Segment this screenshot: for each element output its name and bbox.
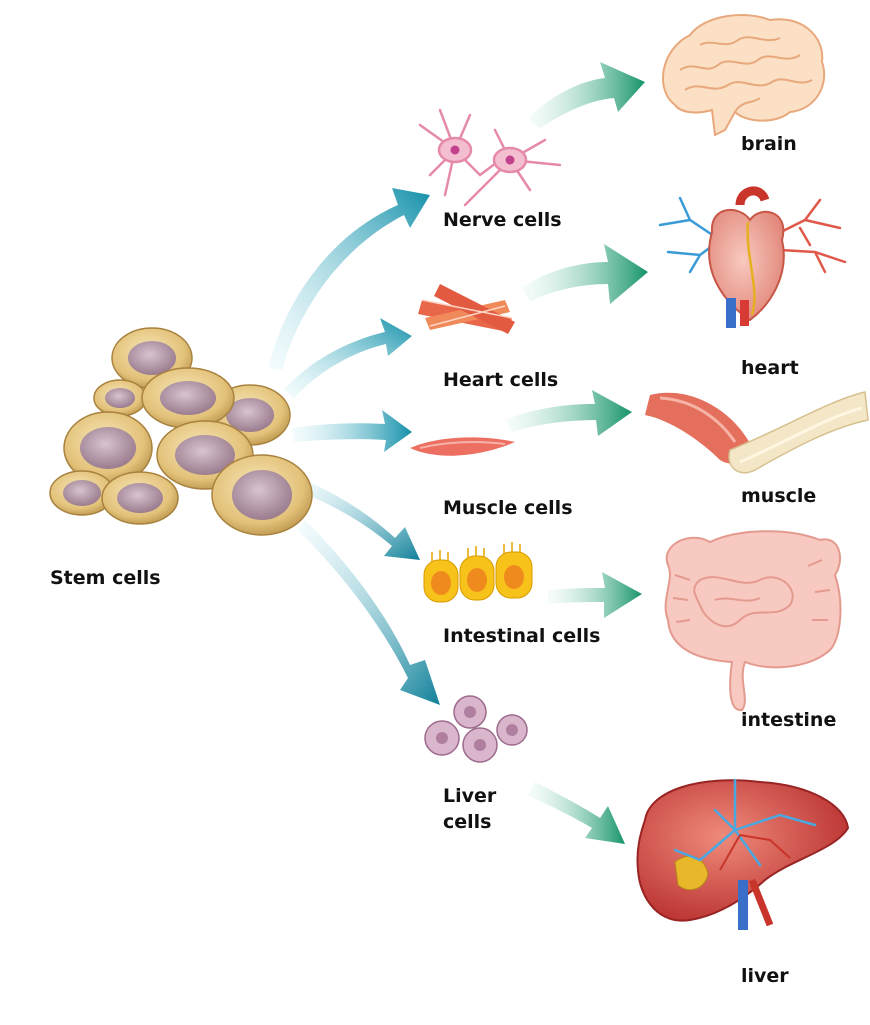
heart-organ-icon	[658, 186, 847, 328]
arrow-to-intestine	[548, 572, 642, 618]
stem-cell	[49, 470, 115, 516]
muscle-cells-label: Muscle cells	[443, 497, 573, 519]
stem-cell	[93, 379, 147, 417]
stem-cells-label: Stem cells	[50, 567, 161, 589]
arrow-to-heart-cells	[284, 318, 412, 398]
brain-label: brain	[741, 133, 797, 155]
arrow-to-heart	[522, 244, 648, 304]
liver-organ-icon	[636, 778, 850, 930]
intestinal-cells-icon	[423, 542, 533, 603]
stem-cell	[111, 327, 193, 389]
muscle-cells-icon	[410, 437, 515, 456]
arrow-to-intestinal-cells	[296, 478, 420, 560]
arrow-to-muscle-cells	[292, 410, 412, 452]
muscle-organ-icon	[645, 391, 869, 474]
heart-cells-icon	[418, 284, 515, 334]
liver-label: liver	[741, 965, 789, 987]
intestinal-cells-label: Intestinal cells	[443, 625, 601, 647]
heart-cells-label: Heart cells	[443, 369, 559, 391]
stem-cell	[211, 454, 313, 536]
stem-to-cell-arrows	[268, 188, 440, 705]
heart-label: heart	[741, 357, 799, 379]
liver-cells-icon	[424, 695, 528, 763]
stem-cell	[101, 471, 179, 525]
cell-to-organ-arrows	[505, 62, 648, 844]
brain-icon	[662, 14, 826, 137]
arrow-to-liver	[528, 782, 625, 844]
arrow-to-liver-cells	[298, 520, 440, 705]
arrow-to-muscle	[505, 390, 632, 436]
stem-cells-cluster-icon	[49, 327, 313, 536]
liver-cells-label: Liver cells	[443, 785, 497, 833]
intestine-label: intestine	[741, 709, 837, 731]
intestine-icon	[664, 530, 842, 712]
nerve-cells-label: Nerve cells	[443, 209, 562, 231]
stem-cell	[141, 367, 235, 429]
muscle-label: muscle	[741, 485, 817, 507]
arrow-to-brain	[528, 62, 645, 128]
nerve-cells-icon	[418, 108, 562, 207]
arrow-to-nerve-cells	[268, 188, 430, 370]
